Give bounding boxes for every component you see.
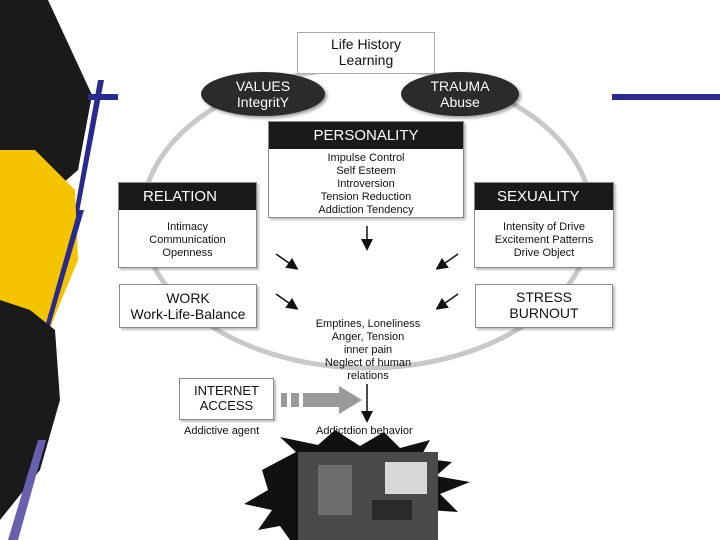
sexuality-item: Drive Object bbox=[513, 247, 575, 259]
sexuality-box: SEXUALITY Intensity of Drive Excitement … bbox=[474, 182, 614, 268]
navy-bar-left bbox=[88, 94, 118, 100]
personality-item: Introversion bbox=[337, 178, 395, 190]
personality-item: Self Esteem bbox=[336, 165, 396, 177]
personality-item: Addiction Tendency bbox=[318, 204, 414, 216]
sexuality-list: Intensity of Drive Excitement Patterns D… bbox=[475, 210, 613, 260]
black-wedge-lower bbox=[0, 300, 60, 520]
addiction-behavior-label: Addictdion behavior bbox=[316, 425, 413, 437]
trauma-line-1: TRAUMA bbox=[430, 78, 490, 94]
personality-list: Impulse Control Self Esteem Introversion… bbox=[269, 149, 463, 217]
relation-list: Intimacy Communication Openness bbox=[119, 210, 256, 260]
values-line-1: VALUES bbox=[235, 78, 291, 94]
internet-arrow bbox=[281, 386, 362, 414]
life-history-box: Life History Learning bbox=[297, 32, 435, 74]
stress-line-1: STRESS bbox=[515, 289, 572, 305]
personality-header: PERSONALITY bbox=[269, 122, 463, 149]
relation-item: Communication bbox=[149, 234, 226, 246]
purple-stripe bbox=[8, 440, 46, 540]
navy-bar-right bbox=[612, 94, 720, 100]
center-line: relations bbox=[347, 370, 389, 382]
personality-box: PERSONALITY Impulse Control Self Esteem … bbox=[268, 121, 464, 218]
internet-line-1: INTERNET bbox=[194, 383, 259, 398]
decorative-left-shapes bbox=[0, 0, 104, 540]
relation-item: Intimacy bbox=[167, 221, 208, 233]
arrow-sexuality bbox=[435, 253, 459, 270]
internet-line-2: ACCESS bbox=[199, 398, 254, 413]
values-line-2: IntegritY bbox=[236, 94, 290, 110]
trauma-line-2: Abuse bbox=[440, 94, 480, 110]
values-oval: VALUES IntegritY bbox=[201, 72, 325, 116]
personality-item: Tension Reduction bbox=[320, 191, 412, 203]
stress-box: STRESS BURNOUT bbox=[475, 284, 613, 328]
center-line: inner pain bbox=[343, 344, 393, 356]
work-line-2: Work-Life-Balance bbox=[130, 306, 246, 322]
arrow-stress bbox=[435, 293, 459, 310]
life-history-line-1: Life History bbox=[330, 36, 402, 52]
sexuality-item: Excitement Patterns bbox=[494, 234, 594, 246]
sexuality-item: Intensity of Drive bbox=[503, 221, 585, 233]
center-line: Emptines, Loneliness bbox=[315, 318, 421, 330]
center-line: Anger, Tension bbox=[331, 331, 405, 343]
center-line: Neglect of human bbox=[324, 357, 412, 369]
relation-box: RELATION Intimacy Communication Openness bbox=[118, 182, 257, 268]
personality-item: Impulse Control bbox=[327, 152, 405, 164]
arrow-work bbox=[275, 293, 299, 310]
internet-access-box: INTERNET ACCESS bbox=[179, 378, 274, 420]
work-box: WORK Work-Life-Balance bbox=[119, 284, 257, 328]
sexuality-header: SEXUALITY bbox=[475, 183, 613, 210]
life-history-line-2: Learning bbox=[338, 52, 394, 68]
stress-line-2: BURNOUT bbox=[509, 305, 579, 321]
relation-item: Openness bbox=[162, 247, 213, 259]
relation-header: RELATION bbox=[119, 183, 256, 210]
center-effects: Emptines, Loneliness Anger, Tension inne… bbox=[300, 318, 436, 383]
work-line-1: WORK bbox=[166, 290, 210, 306]
addictive-agent-label: Addictive agent bbox=[184, 425, 260, 437]
trauma-oval: TRAUMA Abuse bbox=[401, 72, 519, 116]
arrow-relation bbox=[275, 253, 299, 270]
